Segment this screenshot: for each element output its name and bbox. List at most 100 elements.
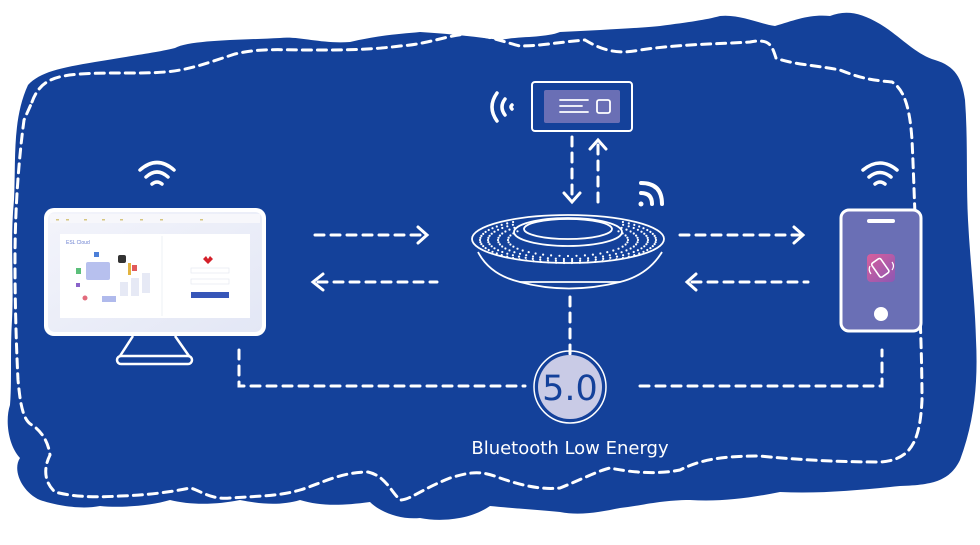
brand-logo (203, 256, 213, 264)
grille-dot (636, 238, 640, 242)
grille-dot (534, 252, 537, 255)
speaker-device-icon (471, 214, 665, 290)
arrow-station-to-computer (310, 272, 439, 292)
grille-dot (632, 232, 635, 235)
grille-dot (651, 245, 654, 248)
grille-dot (491, 250, 494, 253)
grille-dot (516, 247, 519, 250)
phone-home-button (874, 307, 888, 321)
grille-dot (609, 256, 612, 259)
esl-tag-frame (531, 81, 633, 132)
grille-dot (651, 232, 654, 235)
grille-dot (487, 248, 490, 252)
grille-dot (532, 260, 535, 263)
grille-dot (636, 236, 639, 239)
grille-dot (621, 245, 624, 248)
grille-dot (621, 232, 624, 235)
computer-node: ESL Cloud (44, 160, 266, 366)
grille-dot (493, 247, 496, 250)
grille-dot (506, 225, 509, 228)
grille-dot (620, 226, 623, 229)
grille-dot (626, 236, 629, 239)
arrow-station-to-phone (678, 225, 806, 245)
grille-dot (632, 226, 635, 230)
arrow-phone-to-station (684, 272, 810, 292)
grille-dot (653, 234, 656, 237)
grille-dot (646, 241, 649, 244)
grille-dot (649, 247, 652, 250)
grille-dot (506, 252, 509, 255)
grille-dot (654, 241, 657, 244)
wifi-icon (138, 160, 176, 186)
grille-dot (624, 243, 627, 246)
grille-dot (490, 232, 493, 235)
grille-dot (570, 261, 574, 265)
grille-dot (636, 249, 640, 252)
wifi-signal-icon (638, 181, 664, 207)
grille-dot (627, 252, 630, 255)
grille-dot (599, 252, 602, 255)
grille-dot (594, 256, 597, 259)
grille-dot (501, 245, 504, 248)
grille-dot (632, 250, 635, 254)
grille-dot (487, 236, 490, 239)
ble-version: 5.0 (542, 369, 598, 409)
grille-dot (627, 225, 630, 228)
grille-dot (495, 225, 498, 228)
base-station-node (471, 181, 665, 290)
phone-node (839, 161, 923, 333)
username-field (190, 267, 230, 274)
grille-dot (490, 245, 493, 248)
grille-dot (587, 259, 590, 262)
grille-dot (491, 227, 494, 230)
grille-dot (646, 248, 649, 252)
grille-dot (539, 258, 542, 261)
grille-dot (478, 238, 482, 242)
grille-dot (586, 261, 589, 264)
grille-dot (615, 255, 619, 258)
grille-dot (612, 249, 615, 252)
grille-dot (646, 228, 649, 232)
grille-dot (524, 256, 527, 259)
grille-dot (504, 230, 507, 233)
grille-dot (498, 243, 501, 246)
dashed-border (13, 32, 924, 502)
grille-dot (512, 245, 515, 248)
grille-dot (531, 257, 534, 260)
grille-dot (508, 249, 511, 252)
grille-dot (642, 250, 645, 253)
grille-dot (583, 254, 587, 257)
grille-dot (482, 245, 485, 248)
grille-dot (495, 252, 498, 255)
grille-dot (602, 257, 605, 260)
grille-dot (546, 259, 550, 262)
grille-dot (506, 255, 509, 258)
grille-dot (606, 251, 609, 254)
grille-dot (479, 241, 482, 244)
grille-dot (643, 245, 646, 248)
grille-dot (622, 223, 625, 226)
grille-dot (500, 254, 503, 257)
grille-dot (484, 230, 487, 233)
grille-dot (504, 247, 507, 250)
grille-dot (635, 243, 638, 246)
grille-dot (640, 247, 643, 250)
grille-dot (563, 261, 566, 265)
grille-dot (496, 238, 500, 242)
grille-dot (508, 228, 511, 231)
grille-dot (518, 258, 521, 261)
grille-dot (497, 249, 500, 252)
grille-dot (622, 254, 625, 257)
grille-dot (509, 234, 512, 237)
grille-dot (487, 228, 490, 232)
grille-dot (493, 230, 496, 233)
grille-dot (654, 238, 658, 242)
ble-caption: Bluetooth Low Energy (471, 438, 669, 459)
grille-dot (579, 257, 582, 260)
grille-dot (482, 232, 485, 235)
arrow-tag-to-station (562, 135, 582, 205)
grille-dot (511, 256, 515, 260)
grille-dot (550, 254, 553, 257)
grille-dot (479, 236, 482, 239)
